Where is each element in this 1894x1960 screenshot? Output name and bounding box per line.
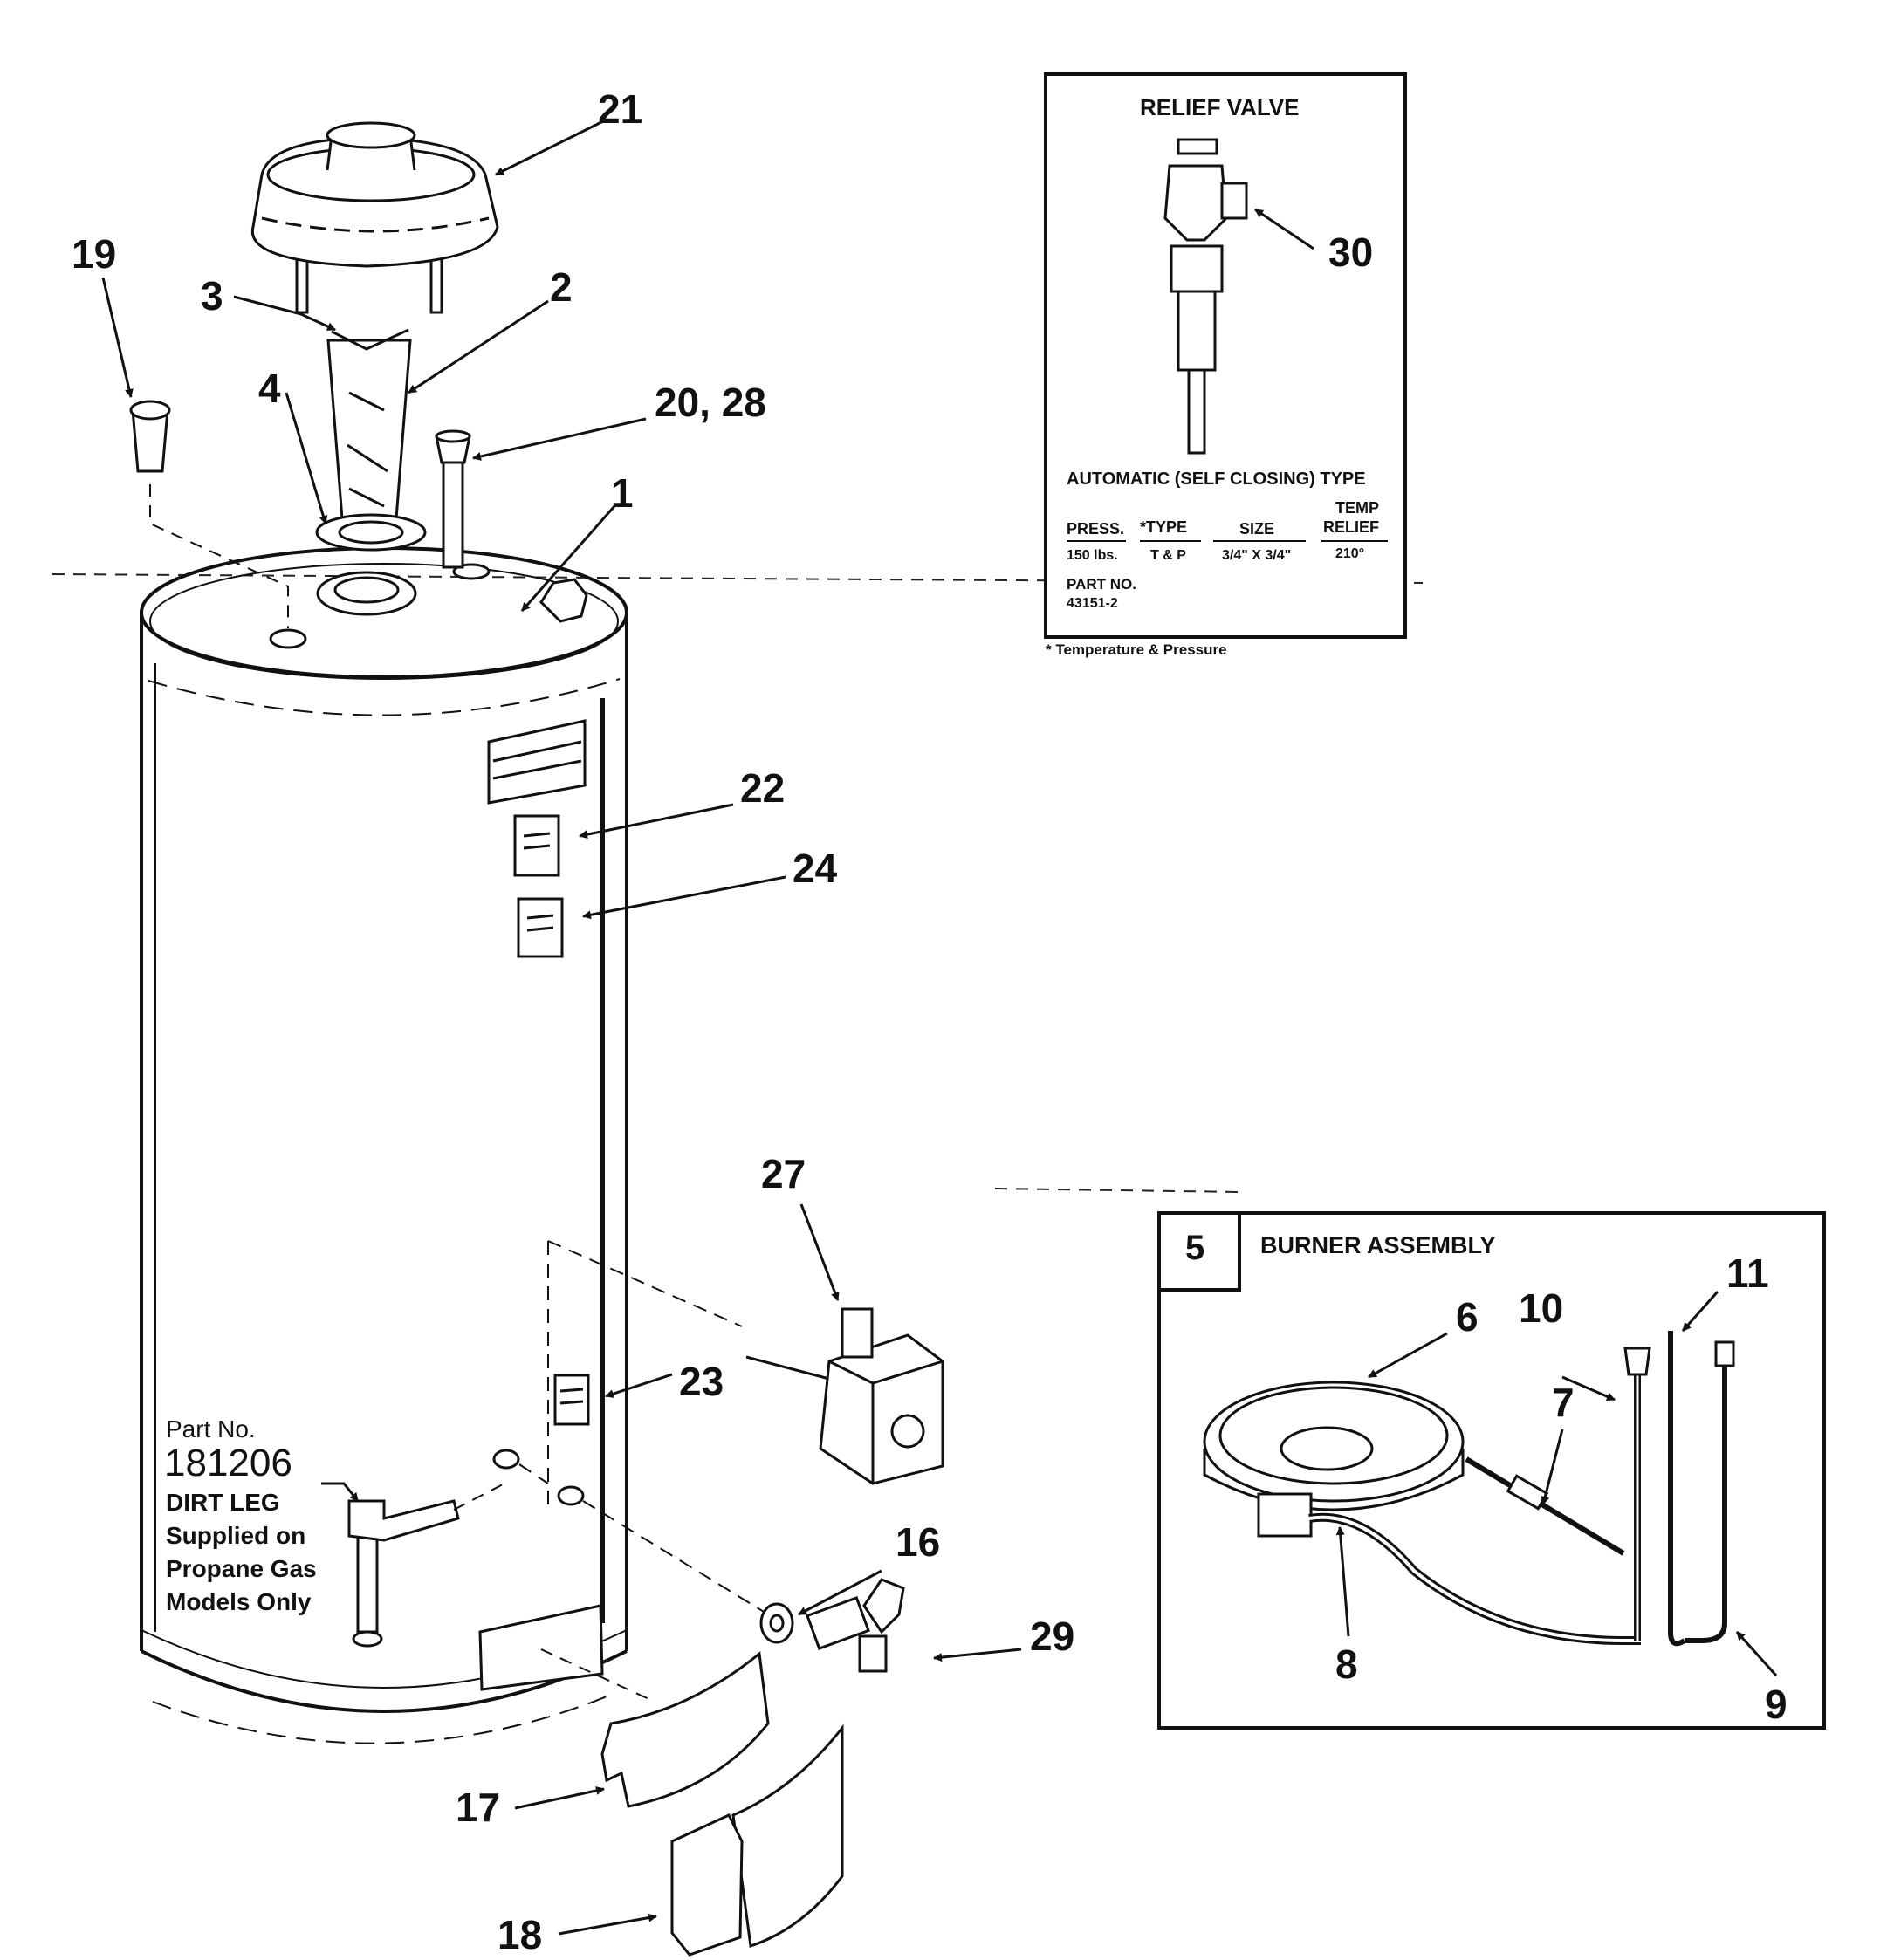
relief-valve-type-label: AUTOMATIC (SELF CLOSING) TYPE bbox=[1067, 469, 1366, 489]
dirt-leg-line1: Part No. bbox=[166, 1415, 256, 1443]
tank-rating-plate bbox=[487, 719, 587, 805]
callout-30: 30 bbox=[1328, 230, 1374, 275]
relief-footnote: * Temperature & Pressure bbox=[1046, 641, 1227, 658]
part-16-gasket bbox=[759, 1602, 794, 1644]
callout-1: 1 bbox=[611, 470, 634, 516]
callout-8: 8 bbox=[1335, 1641, 1358, 1687]
part-23-label bbox=[553, 1374, 590, 1426]
dirt-leg-part-number: 181206 bbox=[164, 1442, 292, 1484]
part-18-inner-door bbox=[670, 1724, 844, 1957]
relief-header-size: SIZE bbox=[1239, 520, 1275, 538]
callout-2: 2 bbox=[550, 264, 573, 310]
relief-value-temp: 210° bbox=[1335, 546, 1365, 561]
dash-guide-dirt-leg bbox=[453, 1483, 505, 1511]
callout-4: 4 bbox=[258, 366, 281, 411]
relief-header-temp-line2: RELIEF bbox=[1323, 518, 1380, 536]
callout-27: 27 bbox=[761, 1151, 806, 1196]
part-2-baffle bbox=[326, 328, 412, 543]
relief-value-type: T & P bbox=[1150, 548, 1186, 563]
dash-guide-drain bbox=[518, 1463, 769, 1615]
relief-valve-panel bbox=[1044, 72, 1407, 639]
burner-assembly-number: 5 bbox=[1185, 1229, 1205, 1267]
relief-header-temp-line1: TEMP bbox=[1335, 499, 1380, 517]
callout-6: 6 bbox=[1456, 1294, 1479, 1340]
callout-18: 18 bbox=[498, 1912, 543, 1957]
part-24-label bbox=[517, 897, 564, 958]
tank-top-fittings bbox=[269, 563, 588, 649]
callout-3: 3 bbox=[201, 273, 223, 319]
dash-guide-19 bbox=[149, 484, 289, 628]
callout-24: 24 bbox=[793, 846, 838, 891]
part-17-outer-door bbox=[478, 1604, 770, 1808]
callout-22: 22 bbox=[740, 765, 786, 811]
callout-10: 10 bbox=[1519, 1285, 1564, 1331]
callout-21: 21 bbox=[598, 86, 643, 132]
dash-guide-27 bbox=[547, 1240, 743, 1510]
callout-29: 29 bbox=[1030, 1614, 1075, 1659]
dirt-leg-line3: Supplied on bbox=[166, 1522, 306, 1549]
callout-7: 7 bbox=[1552, 1380, 1575, 1425]
dirt-leg-line5: Models Only bbox=[166, 1588, 312, 1615]
callout-20-28: 20, 28 bbox=[655, 380, 766, 425]
callout-17: 17 bbox=[456, 1785, 501, 1830]
burner-assembly-title: BURNER ASSEMBLY bbox=[1260, 1232, 1496, 1258]
dirt-leg bbox=[347, 1499, 460, 1648]
part-29-drain-valve bbox=[806, 1578, 905, 1673]
leader-arrows bbox=[101, 119, 1778, 1936]
tank-washers bbox=[492, 1449, 585, 1506]
relief-part-label: PART NO. bbox=[1067, 576, 1136, 593]
callout-9: 9 bbox=[1765, 1682, 1788, 1727]
dirt-leg-line4: Propane Gas bbox=[166, 1555, 317, 1582]
part-4-collar bbox=[315, 513, 427, 552]
callout-16: 16 bbox=[896, 1519, 941, 1565]
part-20-28-anode bbox=[435, 429, 471, 569]
part-27-gas-valve bbox=[745, 1307, 944, 1485]
relief-part-number: 43151-2 bbox=[1067, 596, 1118, 611]
relief-value-size: 3/4" X 3/4" bbox=[1222, 548, 1292, 563]
callout-23: 23 bbox=[679, 1359, 724, 1404]
relief-header-press: PRESS. bbox=[1067, 520, 1125, 538]
part-22-label bbox=[513, 814, 560, 877]
callout-11: 11 bbox=[1726, 1251, 1769, 1296]
part-21-cap bbox=[250, 121, 499, 314]
part-30-relief-valve bbox=[1163, 138, 1248, 455]
dirt-leg-line2: DIRT LEG bbox=[166, 1489, 280, 1516]
part-19-plug bbox=[129, 400, 171, 473]
burner-number-box bbox=[1157, 1211, 1241, 1292]
callout-19: 19 bbox=[72, 231, 117, 277]
relief-valve-title: RELIEF VALVE bbox=[1140, 94, 1300, 120]
burner-parts bbox=[1203, 1331, 1735, 1647]
relief-value-press: 150 lbs. bbox=[1067, 548, 1118, 563]
relief-header-type: *TYPE bbox=[1140, 518, 1188, 536]
